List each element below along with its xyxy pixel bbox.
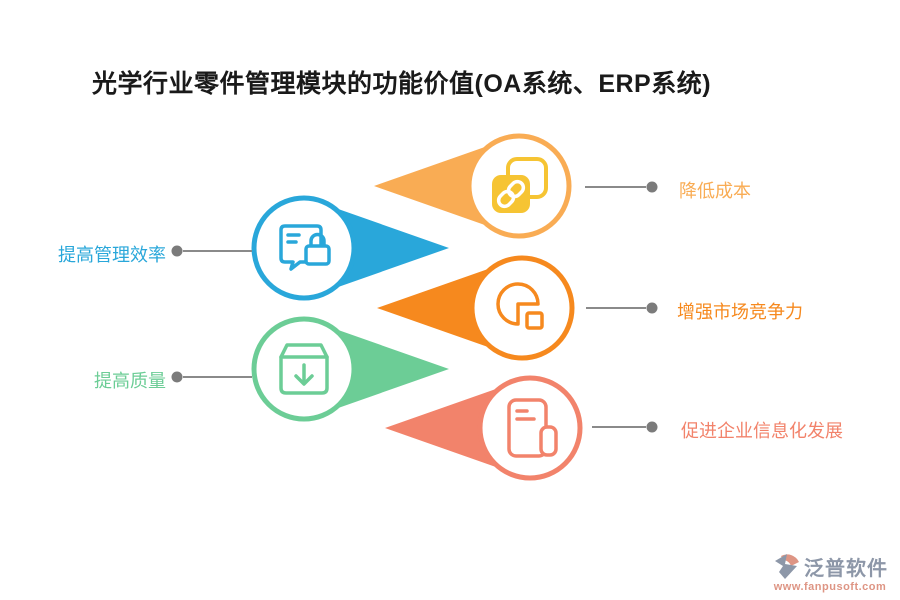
- brand-name: 泛普软件: [804, 557, 888, 580]
- chat-lock-icon: [279, 224, 331, 271]
- page-title: 光学行业零件管理模块的功能价值(OA系统、ERP系统): [92, 70, 712, 98]
- item-shape-market-competitiveness: [377, 255, 575, 361]
- item-shape-management-efficiency: [251, 195, 449, 301]
- item-label-management-efficiency: 提高管理效率: [58, 245, 166, 265]
- connector-dot: [646, 421, 658, 433]
- brand-url: www.fanpusoft.com: [773, 581, 887, 593]
- item-shape-reduce-cost: [374, 133, 572, 239]
- item-shape-informatization: [385, 375, 583, 481]
- connector-dot: [646, 181, 658, 193]
- box-download-icon: [279, 343, 329, 395]
- brand-watermark: 泛普软件 www.fanpusoft.com: [770, 551, 890, 593]
- connector-dot: [171, 245, 183, 257]
- document-icon: [507, 398, 558, 458]
- item-label-reduce-cost: 降低成本: [679, 181, 751, 201]
- item-shape-quality: [251, 316, 449, 422]
- item-circle: [469, 255, 575, 361]
- item-label-informatization: 促进企业信息化发展: [681, 421, 843, 441]
- item-label-market-competitiveness: 增强市场竞争力: [677, 302, 803, 322]
- item-circle: [251, 195, 357, 301]
- item-label-quality: 提高质量: [94, 371, 166, 391]
- pie-chart-icon: [496, 282, 544, 330]
- fanpu-logo-icon: [775, 554, 799, 579]
- connector-dot: [646, 302, 658, 314]
- link-icon: [492, 157, 548, 213]
- connector-dot: [171, 371, 183, 383]
- connector-lines: [183, 186, 646, 428]
- connector-dots: [171, 181, 658, 433]
